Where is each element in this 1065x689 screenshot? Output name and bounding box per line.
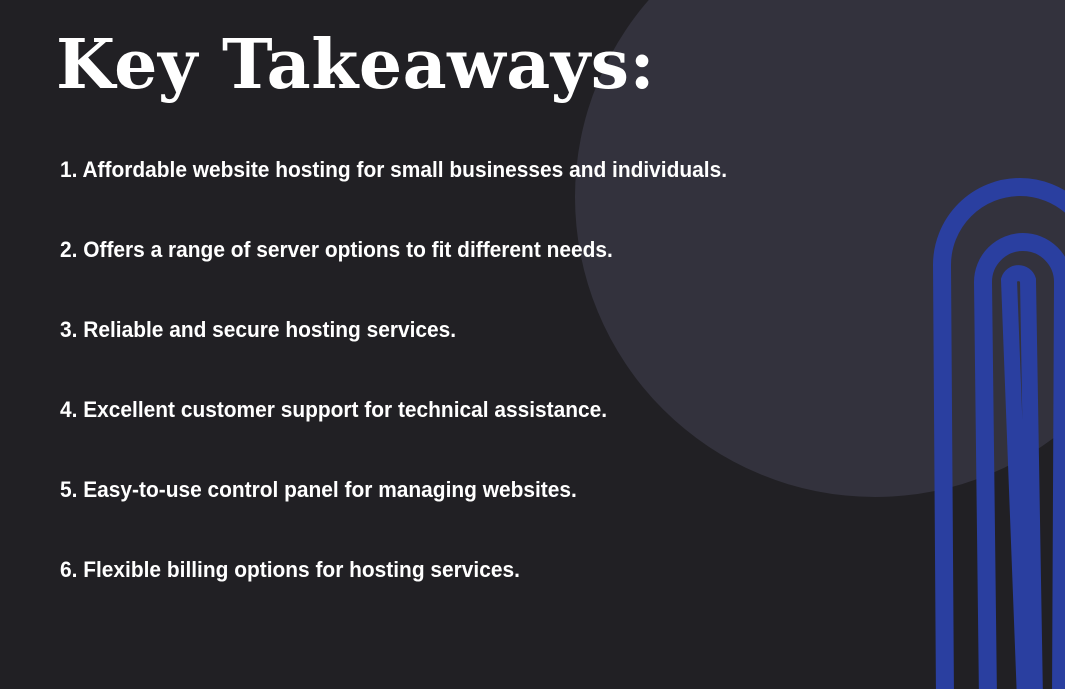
takeaway-item: 2. Offers a range of server options to f…: [60, 237, 613, 262]
middle-arch: [973, 233, 1065, 689]
page-title: Key Takeaways:: [56, 25, 656, 105]
takeaway-item: 6. Flexible billing options for hosting …: [60, 557, 520, 582]
arch-decoration: [932, 178, 1065, 689]
outer-arch: [932, 178, 1065, 689]
takeaway-item: 3. Reliable and secure hosting services.: [60, 317, 457, 342]
takeaways-list: 1. Affordable website hosting for small …: [60, 148, 762, 628]
takeaway-item: 1. Affordable website hosting for small …: [60, 157, 728, 182]
inner-arch: [1000, 265, 1043, 689]
takeaway-item: 5. Easy-to-use control panel for managin…: [60, 477, 577, 502]
takeaway-item: 4. Excellent customer support for techni…: [60, 397, 608, 422]
